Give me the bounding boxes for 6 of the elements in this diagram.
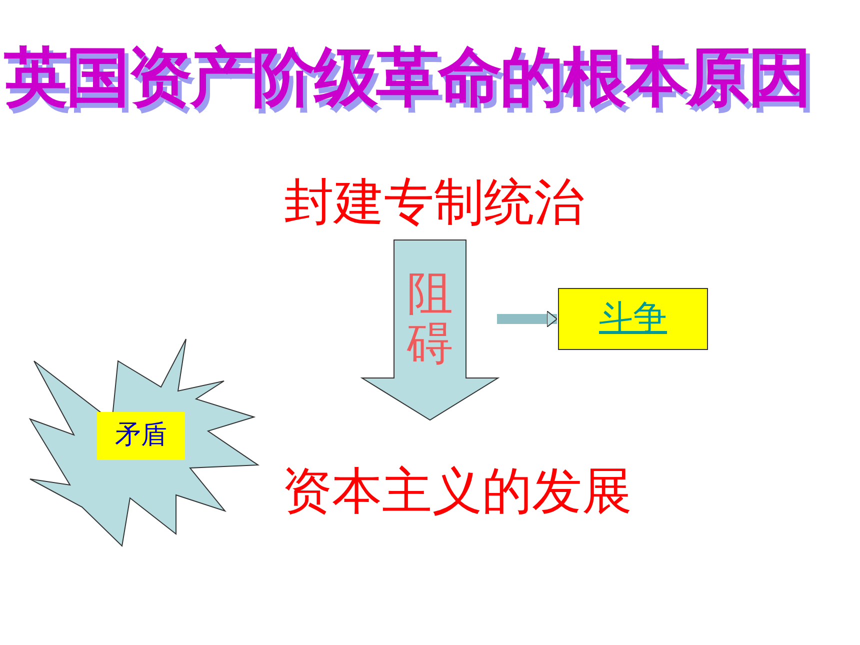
label-box: 矛盾	[97, 412, 185, 460]
title: 英国资产阶级革命的根本原因	[4, 39, 810, 117]
heading-text: 资本主义的发展	[252, 420, 662, 520]
heading-text: 封建专制统治	[258, 172, 610, 234]
label-box: 斗争	[558, 288, 708, 350]
arrow	[497, 310, 558, 328]
